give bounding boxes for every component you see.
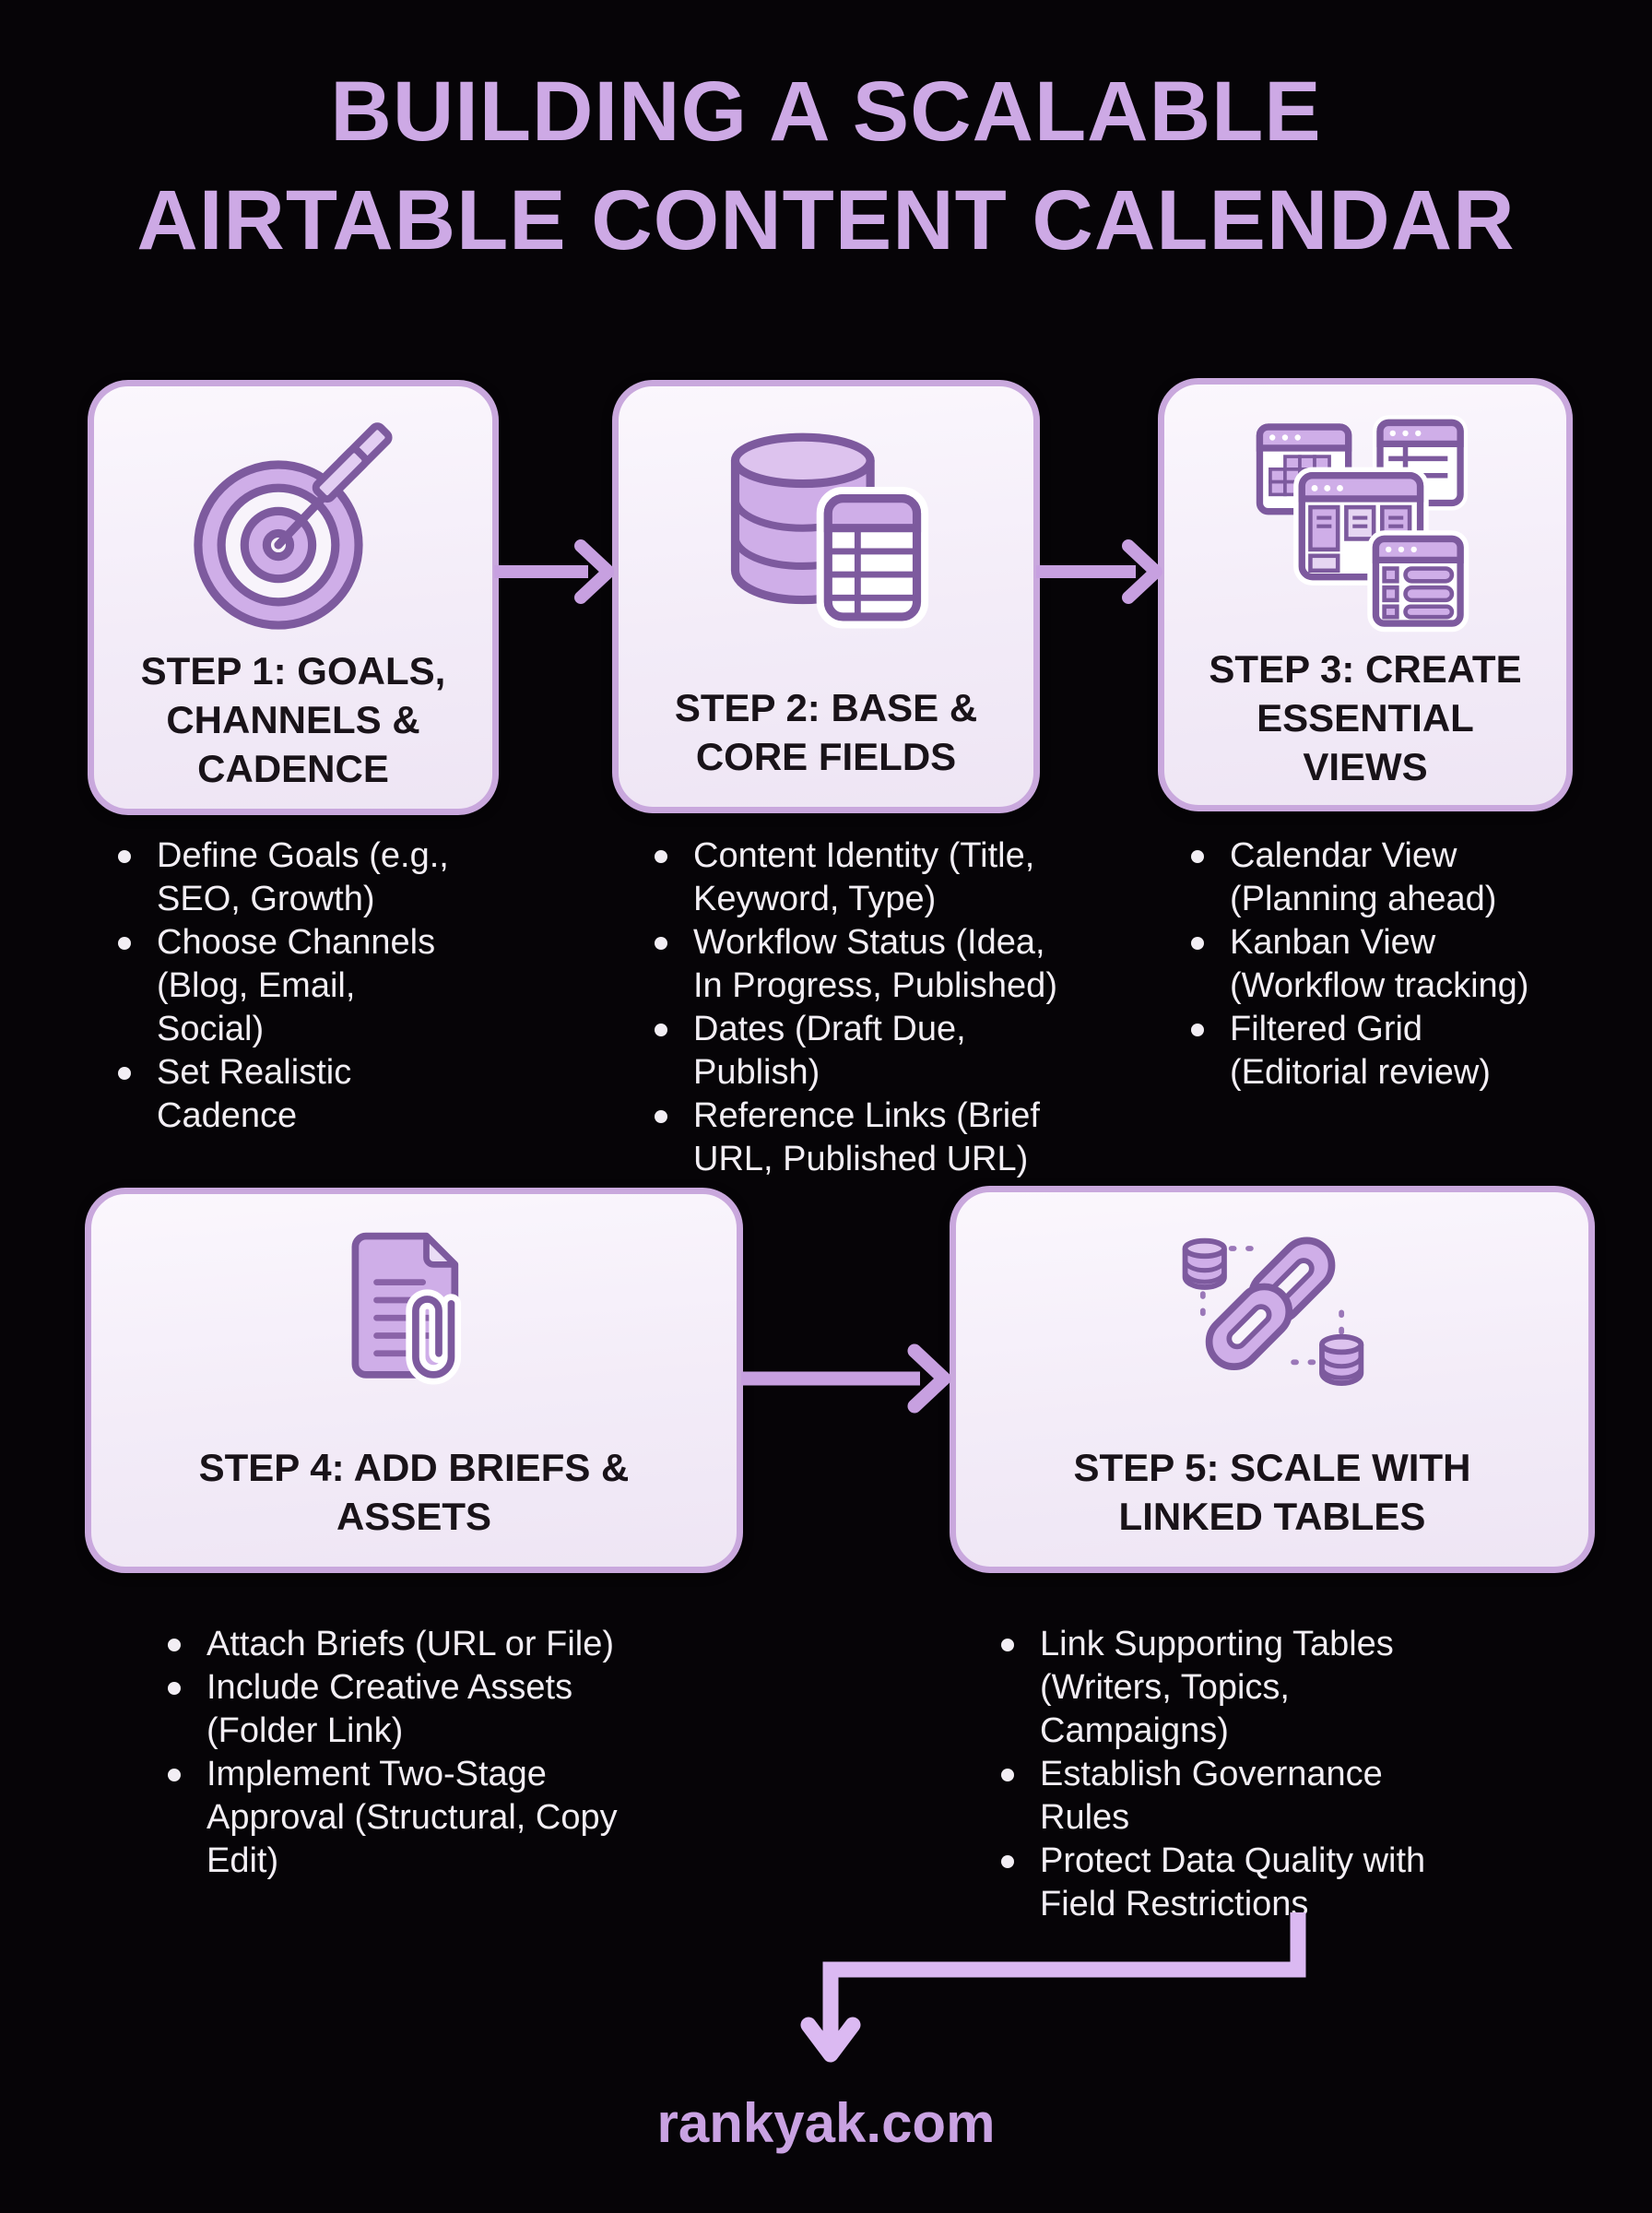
bullet-item: Workflow Status (Idea, In Progress, Publ…: [645, 921, 1079, 1008]
target-arrow-icon-svg: [194, 422, 393, 630]
bullet-item: Filtered Grid (Editorial review): [1182, 1008, 1541, 1095]
views-windows-icon-svg: [1256, 415, 1469, 633]
step-2-card: STEP 2: BASE & CORE FIELDS: [612, 380, 1040, 813]
views-windows-icon: [1249, 412, 1481, 645]
document-paperclip-icon: [316, 1225, 512, 1421]
step-4-bullet-list: Attach Briefs (URL or File) Include Crea…: [159, 1623, 638, 1883]
title-line-1: BUILDING A SCALABLE: [330, 65, 1322, 159]
infographic-title: BUILDING A SCALABLE AIRTABLE CONTENT CAL…: [0, 57, 1652, 275]
bullet-item: Attach Briefs (URL or File): [159, 1623, 638, 1666]
step-5-bullet-list: Link Supporting Tables (Writers, Topics,…: [992, 1623, 1446, 1926]
bullet-item: Calendar View (Planning ahead): [1182, 834, 1541, 921]
bullet-item: Kanban View (Workflow tracking): [1182, 921, 1541, 1008]
step-4-title: STEP 4: ADD BRIEFS & ASSETS: [198, 1446, 630, 1538]
step-2-title: STEP 2: BASE & CORE FIELDS: [674, 686, 978, 778]
linked-tables-icon-svg: [1182, 1237, 1364, 1386]
bullet-item: Protect Data Quality with Field Restrict…: [992, 1840, 1446, 1926]
title-line-2: AIRTABLE CONTENT CALENDAR: [136, 173, 1516, 267]
bullet-item: Choose Channels (Blog, Email, Social): [109, 921, 450, 1051]
linked-tables-icon: [1174, 1224, 1370, 1419]
bullet-item: Implement Two-Stage Approval (Structural…: [159, 1753, 638, 1883]
arrow-step1-to-step2-icon: [494, 539, 614, 604]
step-5-card: STEP 5: SCALE WITH LINKED TABLES: [950, 1186, 1595, 1573]
bullet-item: Establish Governance Rules: [992, 1753, 1446, 1840]
step-3-bullet-list: Calendar View (Planning ahead) Kanban Vi…: [1182, 834, 1541, 1095]
bullet-item: Reference Links (Brief URL, Published UR…: [645, 1095, 1079, 1181]
step-1-title: STEP 1: GOALS, CHANNELS & CADENCE: [140, 649, 446, 790]
bullet-item: Link Supporting Tables (Writers, Topics,…: [992, 1623, 1446, 1753]
step-4-card: STEP 4: ADD BRIEFS & ASSETS: [85, 1188, 743, 1573]
bullet-item: Content Identity (Title, Keyword, Type): [645, 834, 1079, 921]
database-table-icon-svg: [730, 432, 929, 629]
arrow-step2-to-step3-icon: [1036, 539, 1162, 604]
step-2-bullet-list: Content Identity (Title, Keyword, Type) …: [645, 834, 1079, 1181]
step-1-card: STEP 1: GOALS, CHANNELS & CADENCE: [88, 380, 499, 815]
bullet-item: Define Goals (e.g., SEO, Growth): [109, 834, 450, 921]
footer-site-url: rankyak.com: [656, 2092, 996, 2154]
database-table-icon: [710, 414, 942, 646]
step-3-card: STEP 3: CREATE ESSENTIAL VIEWS: [1158, 378, 1573, 811]
bullet-item: Set Realistic Cadence: [109, 1051, 450, 1138]
arrow-step5-to-footer-icon: [800, 1912, 1306, 2063]
arrow-step4-to-step5-icon: [741, 1343, 951, 1414]
step-5-title: STEP 5: SCALE WITH LINKED TABLES: [1073, 1446, 1471, 1538]
step-3-title: STEP 3: CREATE ESSENTIAL VIEWS: [1209, 647, 1522, 788]
document-paperclip-icon-svg: [351, 1232, 462, 1385]
step-1-bullet-list: Define Goals (e.g., SEO, Growth) Choose …: [109, 834, 450, 1138]
bullet-item: Dates (Draft Due, Publish): [645, 1008, 1079, 1095]
bullet-item: Include Creative Assets (Folder Link): [159, 1666, 638, 1753]
target-arrow-icon: [177, 414, 409, 646]
